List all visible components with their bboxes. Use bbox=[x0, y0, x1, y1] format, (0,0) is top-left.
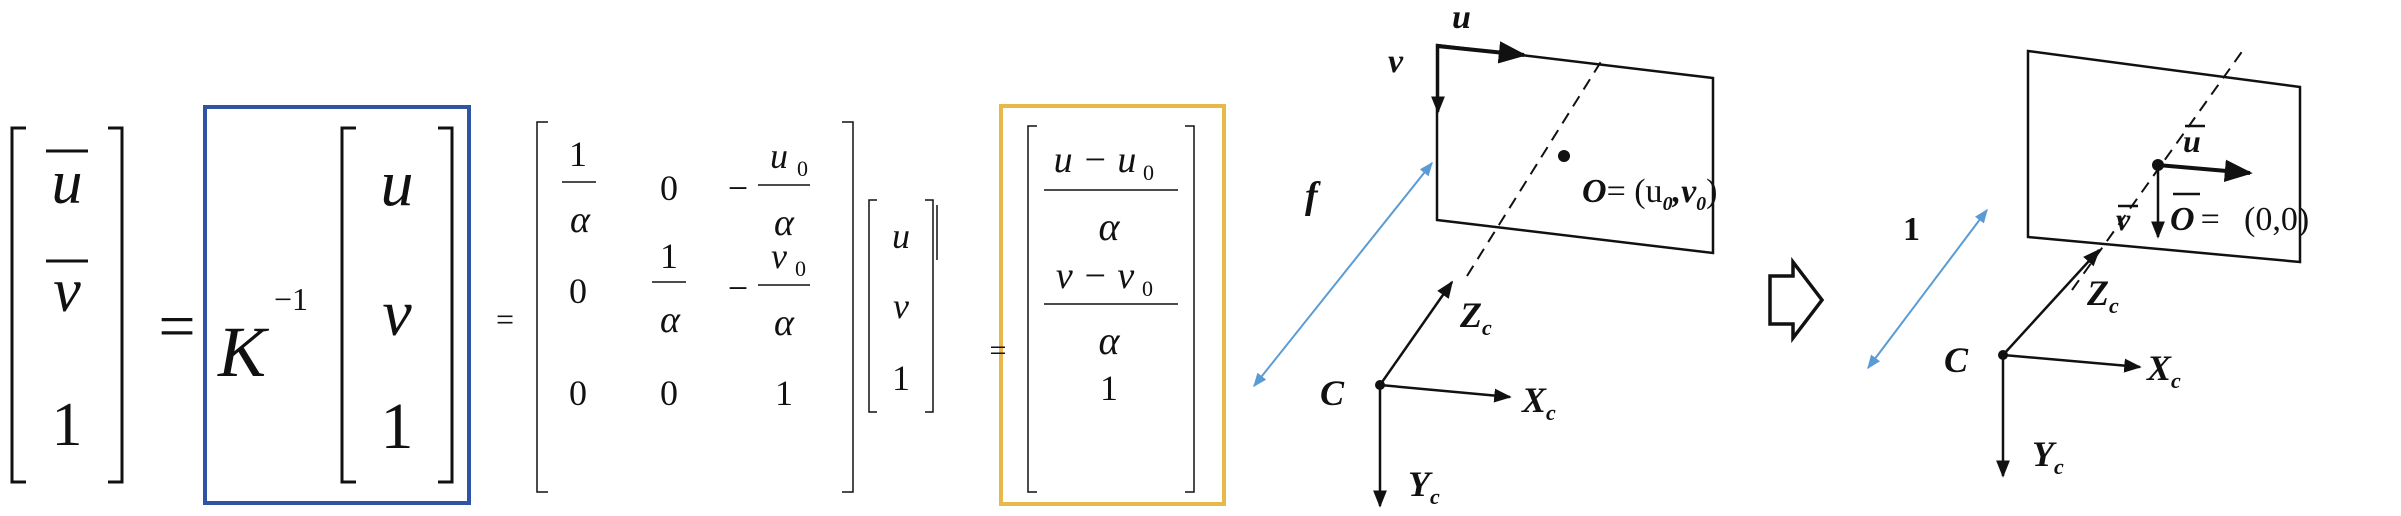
one-entry: 1 bbox=[52, 391, 83, 459]
m23-num-sub: 0 bbox=[795, 256, 806, 281]
inverse-exponent: −1 bbox=[274, 281, 308, 317]
y-axis-label: Yc bbox=[1408, 464, 1440, 509]
equals-sign-2: = bbox=[496, 301, 514, 337]
m13-num-sub: 0 bbox=[797, 156, 808, 181]
m13-den: α bbox=[774, 202, 795, 244]
unit-distance-label: 1 bbox=[1903, 211, 1920, 248]
r3: 1 bbox=[1100, 368, 1118, 408]
x-axis-arrow bbox=[1379, 383, 1512, 403]
m21: 0 bbox=[569, 271, 587, 311]
principal-point-label: O= (u0,v0) bbox=[1582, 173, 1717, 215]
v-bar-label: v bbox=[2116, 201, 2131, 237]
pixel-vector: u v 1 bbox=[340, 126, 454, 484]
r2-den: α bbox=[1099, 318, 1121, 363]
u-entry: u bbox=[892, 216, 910, 256]
m11-den: α bbox=[570, 199, 591, 241]
x-axis-label: Xc bbox=[2146, 348, 2181, 393]
left-bracket bbox=[868, 199, 877, 413]
normalized-origin-label: O= bbox=[2170, 201, 2220, 238]
z-axis-arrow bbox=[2002, 248, 2101, 356]
m23-den: α bbox=[774, 302, 795, 344]
r2-num-sub: 0 bbox=[1142, 276, 1153, 301]
m33: 1 bbox=[775, 373, 793, 413]
u-bar-axis-arrow bbox=[2157, 159, 2253, 182]
inverse-intrinsic-matrix: 1 α 0 − u 0 α 0 1 α − v 0 α 0 0 1 bbox=[536, 121, 854, 493]
left-bracket bbox=[1027, 125, 1037, 493]
u-bar-label: u bbox=[2183, 123, 2201, 159]
left-bracket bbox=[536, 121, 548, 493]
right-bracket bbox=[842, 121, 854, 493]
r2-num: v − v bbox=[1056, 255, 1135, 297]
right-bracket bbox=[1185, 125, 1195, 493]
right-outline-arrow-icon bbox=[1768, 256, 1825, 344]
r1-num: u − u bbox=[1054, 139, 1137, 181]
v-entry: v bbox=[893, 286, 909, 326]
left-bracket bbox=[10, 126, 26, 484]
m23-num: v bbox=[771, 236, 787, 276]
right-bracket bbox=[925, 199, 934, 413]
u-bar-symbol: u bbox=[52, 149, 83, 217]
m13-minus: − bbox=[728, 168, 748, 208]
optical-axis-dashed bbox=[1466, 59, 1603, 277]
one-entry: 1 bbox=[381, 390, 414, 463]
u-entry: u bbox=[381, 147, 414, 220]
z-axis-arrow bbox=[1378, 280, 1454, 386]
double-headed-arrow-icon bbox=[1867, 208, 1988, 370]
one-entry: 1 bbox=[892, 358, 910, 398]
v-bar-symbol: v bbox=[53, 257, 81, 325]
focal-length-label: f bbox=[1305, 175, 1321, 217]
image-plane bbox=[1435, 43, 1715, 255]
pixel-camera-diagram: f u v O= (u0,v0) C Zc Xc Yc bbox=[1253, 0, 1717, 509]
x-axis-arrow bbox=[2002, 353, 2142, 373]
m11-num: 1 bbox=[569, 134, 587, 174]
x-axis-label: Xc bbox=[1521, 380, 1556, 425]
right-bracket bbox=[438, 126, 454, 484]
normalized-vector: u v 1 bbox=[10, 126, 124, 484]
small-pixel-vector: u v 1 bbox=[868, 199, 938, 413]
m32: 0 bbox=[660, 373, 678, 413]
r1-den: α bbox=[1099, 204, 1121, 249]
u-label: u bbox=[1452, 0, 1471, 36]
equals-sign-3: = bbox=[990, 334, 1007, 367]
principal-point-dot bbox=[1558, 150, 1570, 162]
camera-center-label: C bbox=[1320, 373, 1345, 413]
yellow-highlight-box bbox=[999, 104, 1226, 506]
camera-center-label: C bbox=[1944, 340, 1969, 380]
v-label: v bbox=[1388, 43, 1404, 80]
normalized-origin-coords: (0,0) bbox=[2244, 201, 2309, 238]
result-vector: u − u 0 α v − v 0 α 1 bbox=[1027, 125, 1195, 493]
m22-den: α bbox=[660, 299, 681, 341]
double-headed-arrow-icon bbox=[1253, 161, 1433, 388]
r1-num-sub: 0 bbox=[1143, 160, 1154, 185]
m23-minus: − bbox=[728, 268, 748, 308]
normalized-camera-diagram: 1 u v O= (0,0) C Zc Xc Yc bbox=[1867, 45, 2309, 479]
z-axis-label: Zc bbox=[2086, 273, 2119, 318]
m31: 0 bbox=[569, 373, 587, 413]
y-axis-label: Yc bbox=[2032, 434, 2064, 479]
m22-num: 1 bbox=[660, 236, 678, 276]
u-axis-arrow bbox=[1436, 41, 1527, 64]
v-entry: v bbox=[382, 277, 412, 350]
blue-highlight-box bbox=[203, 105, 471, 505]
left-bracket bbox=[340, 126, 356, 484]
z-axis-label: Zc bbox=[1459, 295, 1492, 340]
equals-sign-1: = bbox=[158, 290, 195, 363]
right-bracket bbox=[108, 126, 124, 484]
K-symbol: K bbox=[217, 312, 270, 392]
image-plane bbox=[2026, 49, 2302, 264]
m12: 0 bbox=[660, 168, 678, 208]
m13-num: u bbox=[770, 136, 788, 176]
